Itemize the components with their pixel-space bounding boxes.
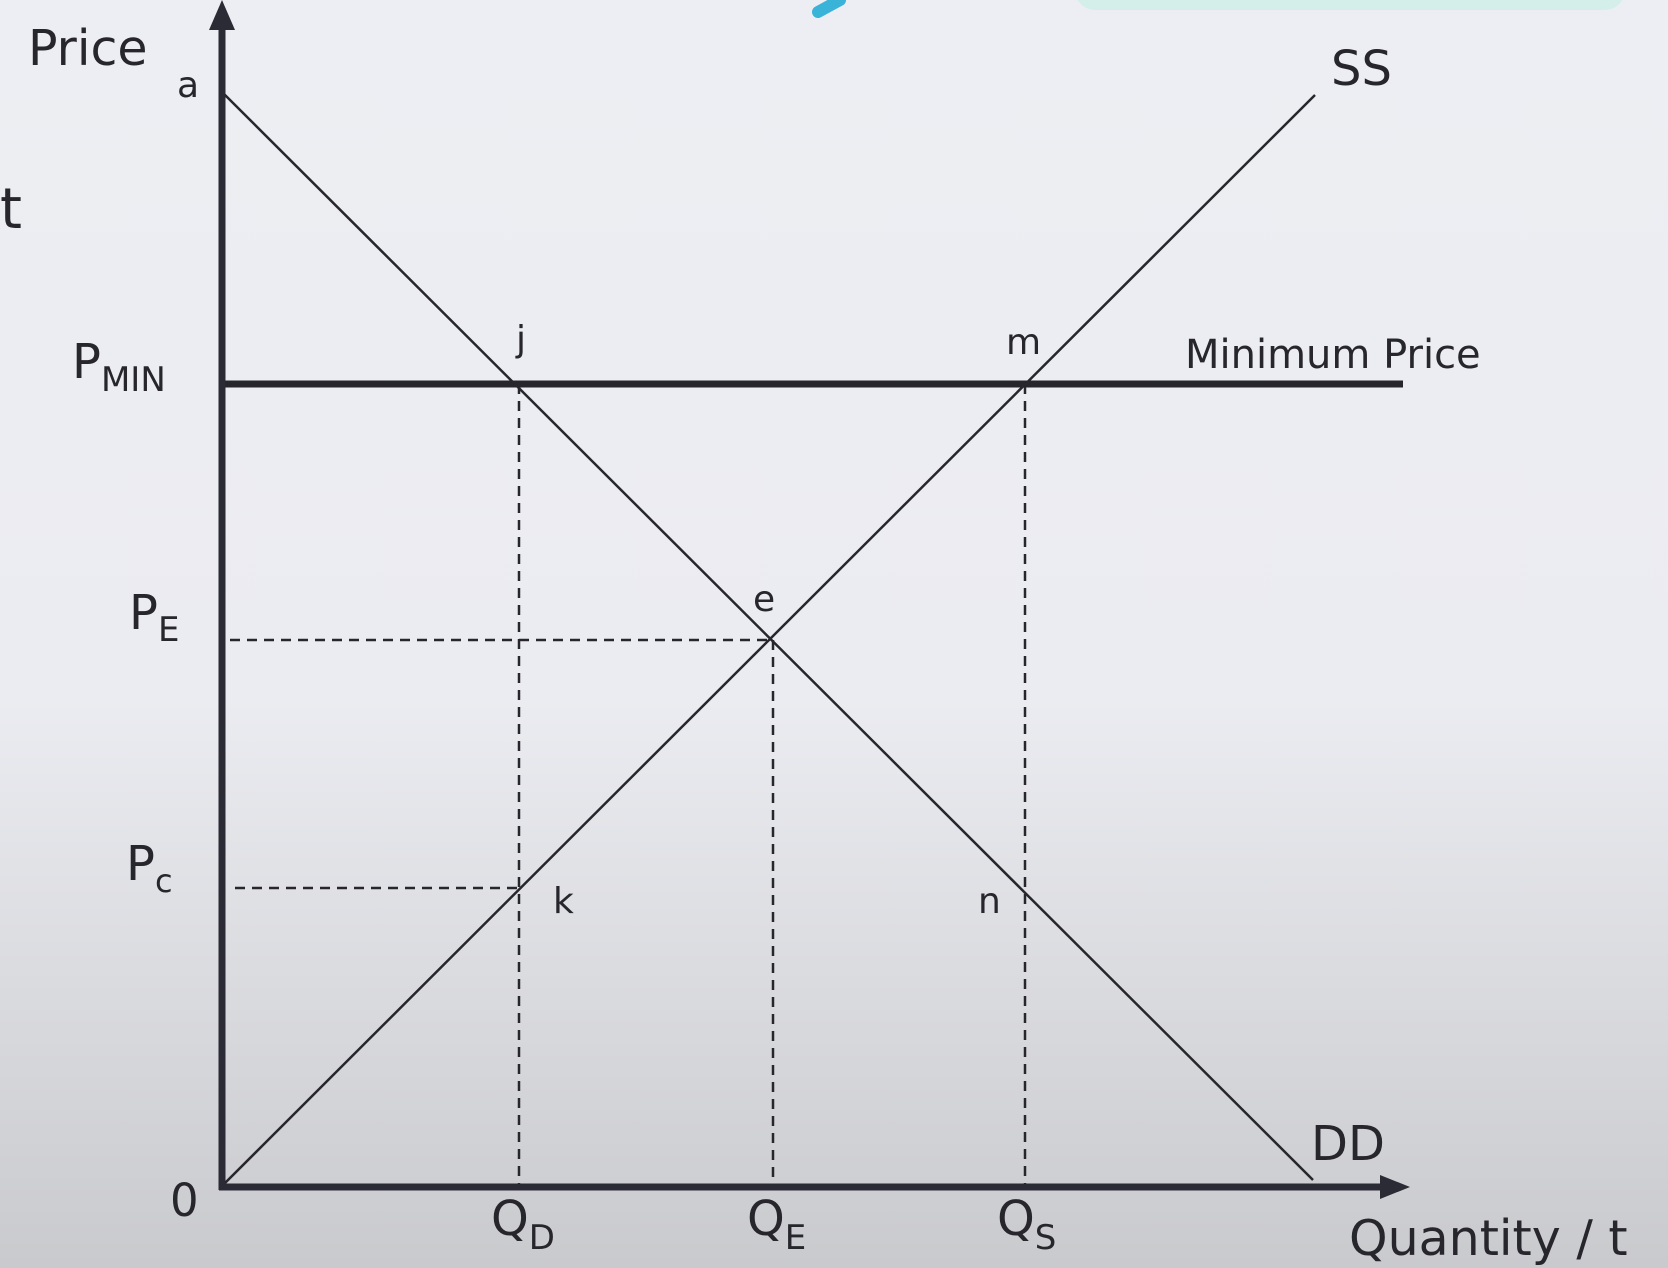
- fragment-left-text: t: [0, 177, 22, 242]
- origin-label: 0: [170, 1174, 199, 1227]
- point-k-label: k: [553, 881, 574, 922]
- supply-curve: [220, 94, 1316, 1188]
- pc-subscript: c: [155, 862, 173, 900]
- top-accent-stroke: [812, 0, 846, 18]
- pmin-subscript: MIN: [101, 360, 166, 400]
- x-axis-label: Quantity / t: [1349, 1210, 1628, 1267]
- demand-label: DD: [1311, 1116, 1385, 1172]
- pmin-label: PMIN: [72, 334, 166, 400]
- dashed-guides: [230, 384, 1027, 1188]
- qs-label: QS: [997, 1191, 1056, 1258]
- qd-subscript: D: [529, 1218, 555, 1258]
- demand-curve: [221, 91, 1314, 1181]
- point-m-label: m: [1006, 322, 1041, 363]
- pe-subscript: E: [158, 610, 179, 650]
- x-axis-arrow-icon: [1380, 1175, 1410, 1199]
- pe-label: PE: [129, 585, 179, 650]
- point-j-label: j: [515, 319, 526, 360]
- minimum-price-label: Minimum Price: [1185, 332, 1481, 378]
- point-a-label: a: [177, 65, 199, 106]
- y-axis-label: Price: [28, 20, 148, 77]
- pc-label: Pc: [126, 836, 173, 900]
- qd-label: QD: [491, 1191, 555, 1258]
- qe-subscript: E: [785, 1218, 806, 1258]
- qe-label: QE: [747, 1191, 806, 1258]
- y-axis-arrow-icon: [209, 0, 235, 30]
- qs-subscript: S: [1035, 1218, 1057, 1258]
- point-n-label: n: [978, 881, 1001, 922]
- top-teal-banner: [1077, 0, 1623, 10]
- supply-label: SS: [1331, 41, 1392, 97]
- point-e-label: e: [753, 579, 775, 620]
